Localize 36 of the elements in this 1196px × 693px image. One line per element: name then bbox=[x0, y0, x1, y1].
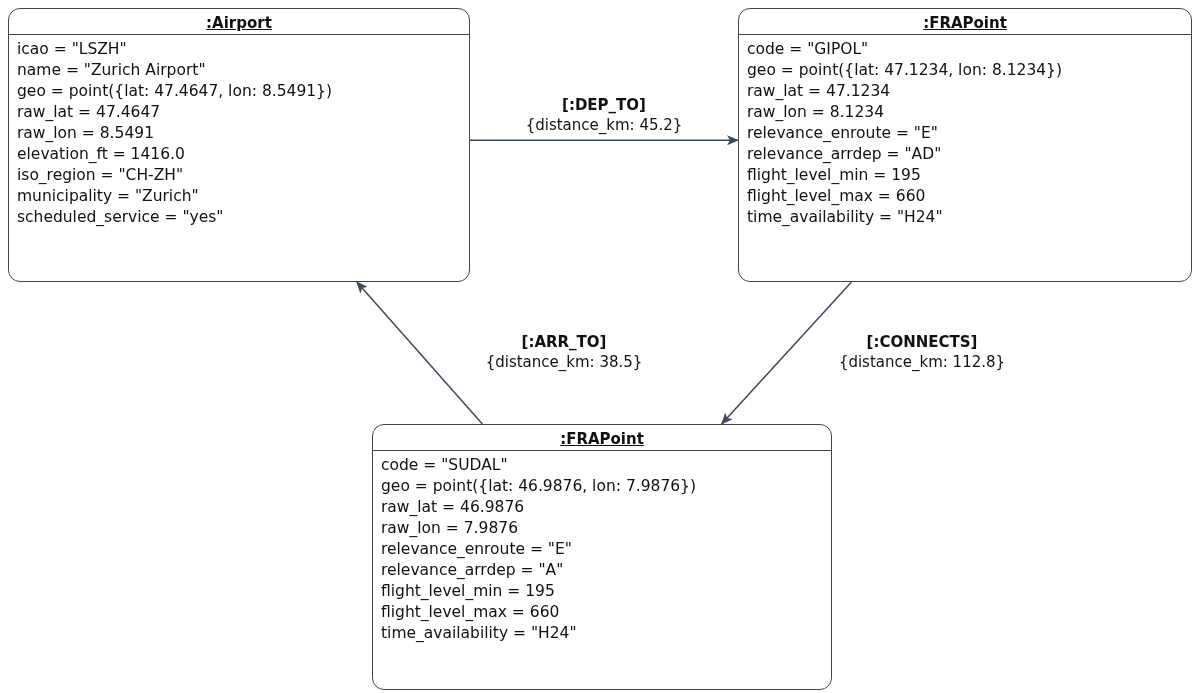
attribute-text: time_availability = "H24" bbox=[747, 207, 943, 228]
arrow bbox=[356, 281, 484, 425]
attribute-text: scheduled_service = "yes" bbox=[17, 207, 224, 228]
attribute-text: raw_lon = 8.5491 bbox=[17, 123, 154, 144]
attribute-text: name = "Zurich Airport" bbox=[17, 60, 206, 81]
attribute-text: municipality = "Zurich" bbox=[17, 186, 199, 207]
attribute-text: raw_lat = 47.4647 bbox=[17, 102, 161, 123]
attribute-text: time_availability = "H24" bbox=[381, 623, 577, 644]
attribute-text: relevance_arrdep = "AD" bbox=[747, 144, 942, 165]
attribute-text: flight_level_max = 660 bbox=[747, 186, 926, 207]
attribute-text: flight_level_min = 195 bbox=[747, 165, 921, 186]
object-title: :FRAPoint bbox=[923, 14, 1007, 32]
attribute-text: iso_region = "CH-ZH" bbox=[17, 165, 184, 186]
object-title: :FRAPoint bbox=[560, 430, 644, 448]
attribute-text: relevance_enroute = "E" bbox=[381, 539, 572, 560]
object-title: :Airport bbox=[206, 14, 272, 32]
attribute-text: code = "GIPOL" bbox=[747, 39, 869, 60]
attribute-text: relevance_enroute = "E" bbox=[747, 123, 938, 144]
arrow bbox=[720, 281, 853, 425]
attribute-text: raw_lat = 46.9876 bbox=[381, 497, 525, 518]
attribute-text: geo = point({lat: 47.4647, lon: 8.5491}) bbox=[17, 81, 333, 102]
attribute-text: icao = "LSZH" bbox=[17, 39, 127, 60]
attribute-text: raw_lat = 47.1234 bbox=[747, 81, 891, 102]
object-box bbox=[8, 8, 470, 282]
attribute-text: geo = point({lat: 46.9876, lon: 7.9876}) bbox=[381, 476, 697, 497]
object-box bbox=[738, 8, 1192, 282]
arrow bbox=[469, 135, 739, 146]
attribute-text: relevance_arrdep = "A" bbox=[381, 560, 564, 581]
attribute-text: raw_lon = 7.9876 bbox=[381, 518, 518, 539]
attribute-text: raw_lon = 8.1234 bbox=[747, 102, 884, 123]
object-box bbox=[372, 424, 832, 690]
attribute-text: flight_level_max = 660 bbox=[381, 602, 560, 623]
attribute-text: elevation_ft = 1416.0 bbox=[17, 144, 185, 165]
attribute-text: geo = point({lat: 47.1234, lon: 8.1234}) bbox=[747, 60, 1063, 81]
attribute-text: flight_level_min = 195 bbox=[381, 581, 555, 602]
attribute-text: code = "SUDAL" bbox=[381, 455, 508, 476]
